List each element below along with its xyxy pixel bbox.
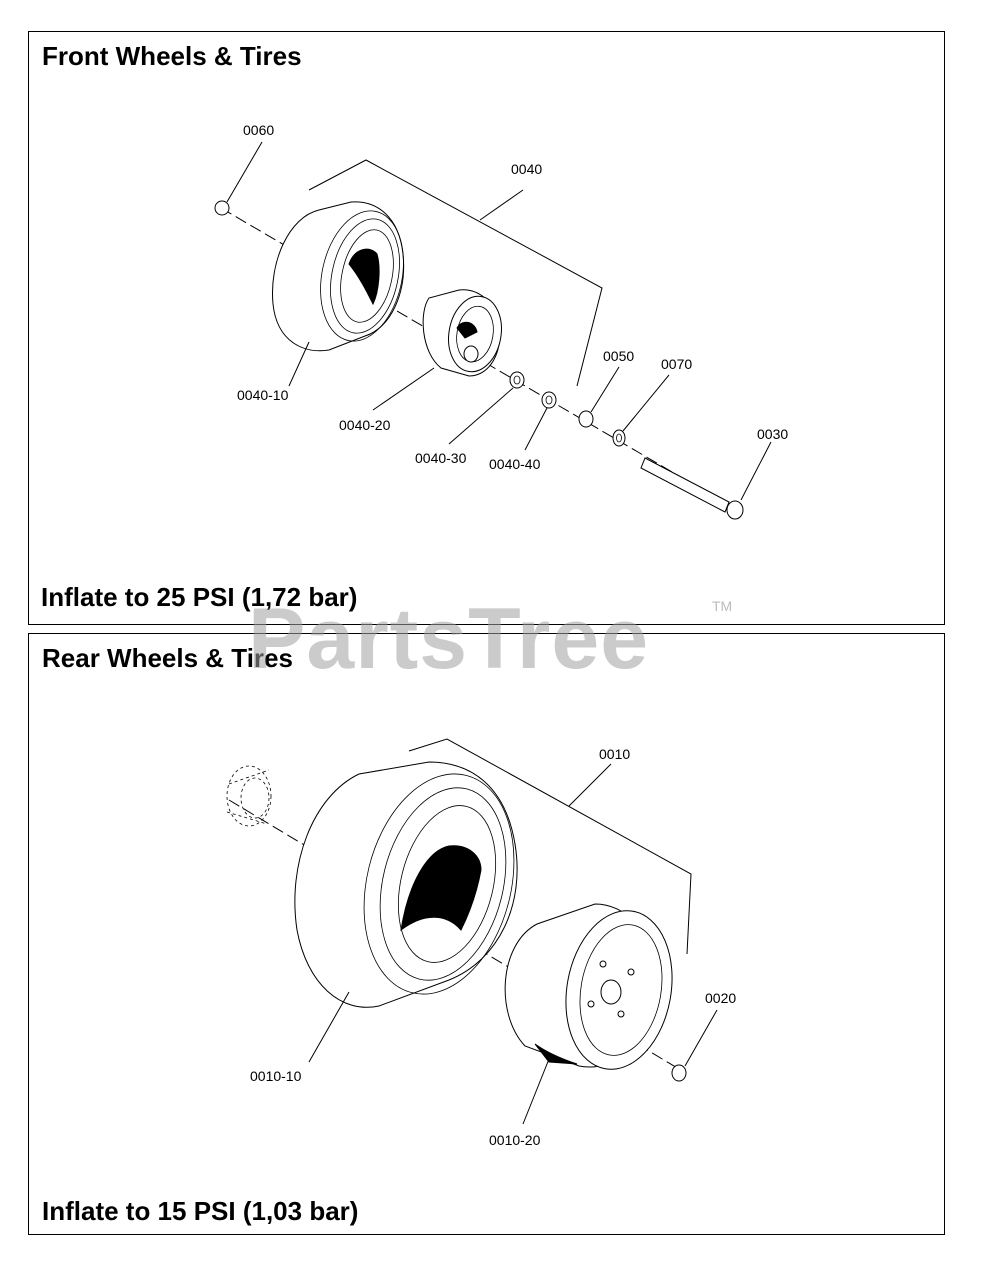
callout-0010-10: 0010-10 <box>250 1068 302 1084</box>
rear-assembly-bracket <box>408 738 692 955</box>
callout-0030: 0030 <box>757 426 788 442</box>
callout-0050: 0050 <box>603 348 634 364</box>
rear-panel-title: Rear Wheels & Tires <box>42 643 293 673</box>
callout-0070: 0070 <box>661 356 692 372</box>
front-bearing <box>509 371 525 389</box>
front-washer-outer <box>612 429 626 447</box>
rear-wheel-diagram: 0010 0020 0010-10 0010-20 <box>226 738 736 1148</box>
callout-0010: 0010 <box>599 746 630 762</box>
rear-wheels-panel: Rear Wheels & Tires <box>28 633 945 1235</box>
callout-0040-30: 0040-30 <box>415 450 467 466</box>
front-washer <box>541 391 557 409</box>
front-nut <box>214 200 230 216</box>
callout-0060: 0060 <box>243 122 274 138</box>
rear-tire <box>294 761 518 1008</box>
front-inflate-note: Inflate to 25 PSI (1,72 bar) <box>41 582 358 612</box>
rear-rim <box>504 903 673 1070</box>
front-wheel-diagram: 0060 0040 0050 0070 0030 0040-10 0040-20… <box>214 122 788 520</box>
callout-0040-20: 0040-20 <box>339 417 391 433</box>
rear-hub <box>226 765 272 827</box>
callout-0040-40: 0040-40 <box>489 456 541 472</box>
front-tire <box>271 201 405 352</box>
front-axle-bolt <box>640 457 744 520</box>
front-spacer <box>578 410 594 428</box>
callout-0010-20: 0010-20 <box>489 1132 541 1148</box>
rear-lug-nut <box>671 1064 687 1082</box>
front-assembly-bracket <box>308 159 603 387</box>
rear-inflate-note: Inflate to 15 PSI (1,03 bar) <box>42 1196 359 1226</box>
front-panel-title: Front Wheels & Tires <box>42 41 302 71</box>
callout-0040: 0040 <box>511 161 542 177</box>
callout-0020: 0020 <box>705 990 736 1006</box>
watermark-trademark: TM <box>712 598 733 614</box>
callout-0040-10: 0040-10 <box>237 387 289 403</box>
front-rim <box>422 289 502 377</box>
front-wheels-panel: Front Wheels & Tires <box>28 31 945 625</box>
